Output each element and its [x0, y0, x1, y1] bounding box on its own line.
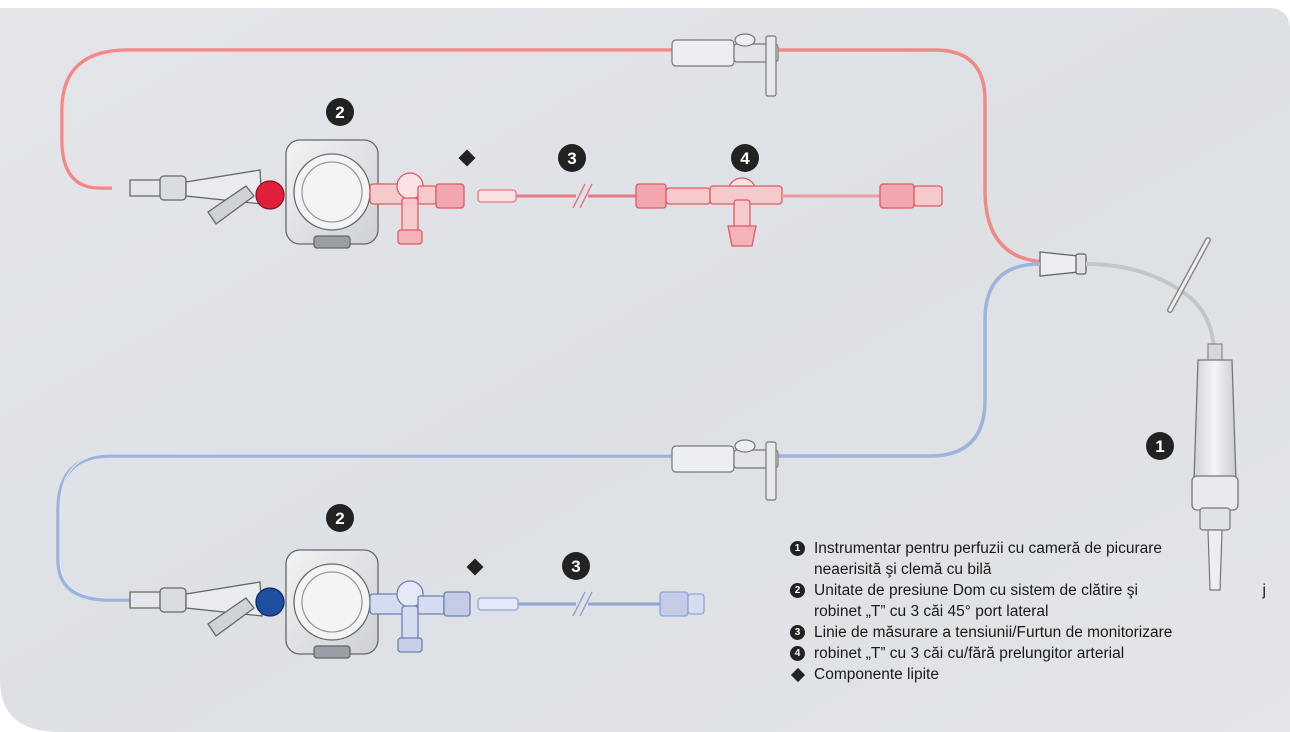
diamond-icon — [790, 667, 805, 682]
callout-infusion-label: 1 — [1155, 437, 1164, 456]
callout-line-bottom-label: 3 — [571, 557, 580, 576]
stopcock-top — [369, 172, 465, 245]
pressure-line-bottom — [477, 591, 705, 617]
legend-item-4: 4 robinet „T” cu 3 căi cu/fără prelungit… — [790, 643, 1280, 664]
y-connector — [1039, 251, 1087, 277]
legend: 1 Instrumentar pentru perfuzii cu cameră… — [790, 538, 1280, 685]
blue-tubing — [56, 262, 1041, 602]
callout-stopcock-label: 4 — [740, 149, 750, 168]
legend-text-2: Unitate de presiune Dom cu sistem de clă… — [814, 582, 1138, 620]
flush-valve-bottom — [671, 439, 779, 501]
red-tubing — [60, 48, 1051, 264]
blue-tubing-highlight — [59, 453, 672, 599]
callout-dome-bottom: 2 — [326, 504, 354, 532]
pressure-line-top — [477, 183, 636, 209]
callout-line-top: 3 — [558, 144, 586, 172]
callout-infusion: 1 — [1146, 432, 1174, 460]
legend-text-3: Linie de măsurare a tensiunii/Furtun de … — [814, 624, 1173, 641]
bonded-diamond-bottom — [466, 558, 484, 576]
legend-text-1: Instrumentar pentru perfuzii cu cameră d… — [814, 540, 1163, 578]
callout-line-top-label: 3 — [567, 149, 576, 168]
legend-item-2: 2 Unitate de presiune Dom cu sistem de c… — [790, 580, 1280, 622]
dome-unit-top — [129, 139, 379, 249]
legend-marker-1: 1 — [790, 541, 805, 556]
legend-marker-2: 2 — [790, 583, 805, 598]
callout-dome-top: 2 — [326, 98, 354, 126]
legend-item-5: Componente lipite — [790, 664, 1280, 685]
callout-stopcock: 4 — [731, 144, 759, 172]
bonded-diamond-top — [458, 149, 476, 167]
legend-marker-3: 3 — [790, 625, 805, 640]
flush-valve-top — [671, 33, 779, 97]
dome-unit-bottom — [129, 549, 379, 659]
infusion-set — [1085, 237, 1239, 591]
stopcock-bottom — [369, 580, 471, 653]
legend-text-5: Componente lipite — [814, 666, 939, 683]
callout-dome-bottom-label: 2 — [335, 509, 344, 528]
stopcock-4 — [635, 177, 943, 247]
legend-item-3: 3 Linie de măsurare a tensiunii/Furtun d… — [790, 622, 1280, 643]
callout-dome-top-label: 2 — [335, 103, 344, 122]
legend-marker-4: 4 — [790, 646, 805, 661]
legend-stray-char: j — [1262, 582, 1266, 599]
legend-item-1: 1 Instrumentar pentru perfuzii cu cameră… — [790, 538, 1280, 580]
callout-line-bottom: 3 — [562, 552, 590, 580]
legend-text-4: robinet „T” cu 3 căi cu/fără prelungitor… — [814, 645, 1125, 662]
red-tubing-highlight — [63, 51, 672, 187]
